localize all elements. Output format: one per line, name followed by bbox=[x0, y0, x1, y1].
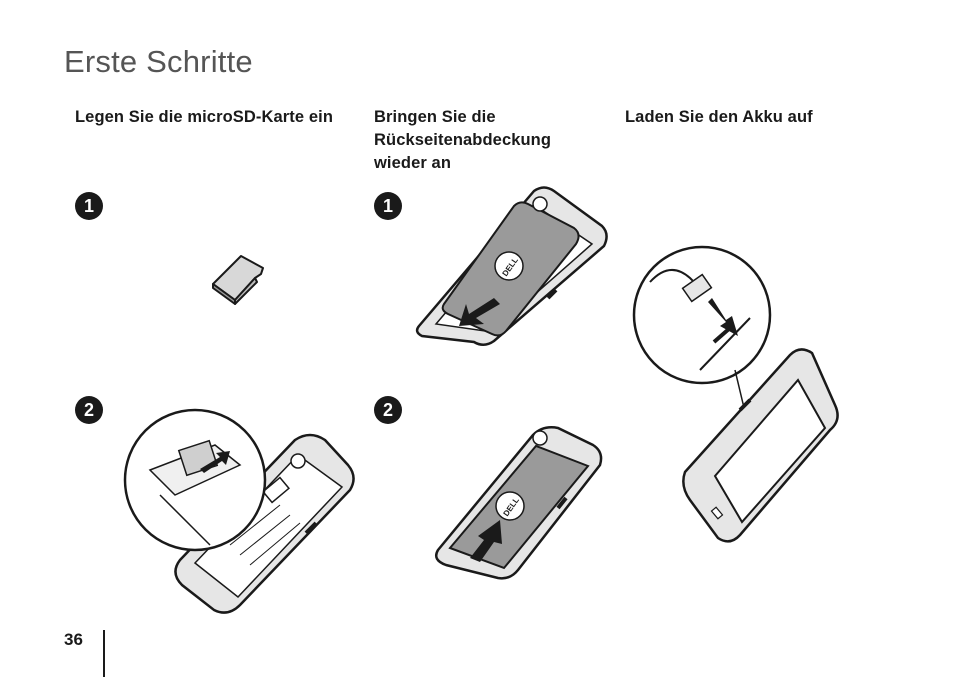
step-1-badge: 1 bbox=[75, 192, 103, 220]
heading-line: wieder an bbox=[374, 154, 452, 172]
heading-line: Bringen Sie die bbox=[374, 108, 496, 126]
page-number-divider bbox=[103, 630, 105, 677]
charging-illustration bbox=[632, 245, 839, 543]
heading-line: Laden Sie den Akku auf bbox=[625, 108, 813, 126]
heading-replace-back-cover: Bringen Sie die Rückseitenabdeckung wied… bbox=[374, 106, 551, 175]
back-cover-slide-illustration: DELL bbox=[435, 426, 603, 580]
step-1-badge: 1 bbox=[374, 192, 402, 220]
page-number: 36 bbox=[64, 630, 83, 649]
back-cover-place-illustration: DELL bbox=[415, 186, 608, 346]
heading-line: Rückseitenabdeckung bbox=[374, 131, 552, 149]
microsd-slot-illustration bbox=[123, 408, 355, 614]
step-2-badge: 2 bbox=[374, 396, 402, 424]
heading-charge-battery: Laden Sie den Akku auf bbox=[625, 106, 813, 129]
step-2-badge: 2 bbox=[75, 396, 103, 424]
page-title: Erste Schritte bbox=[64, 44, 253, 79]
heading-insert-microsd: Legen Sie die microSD-Karte ein bbox=[75, 106, 333, 129]
heading-line: Legen Sie die microSD-Karte ein bbox=[75, 108, 334, 126]
microsd-card-illustration bbox=[212, 255, 264, 305]
